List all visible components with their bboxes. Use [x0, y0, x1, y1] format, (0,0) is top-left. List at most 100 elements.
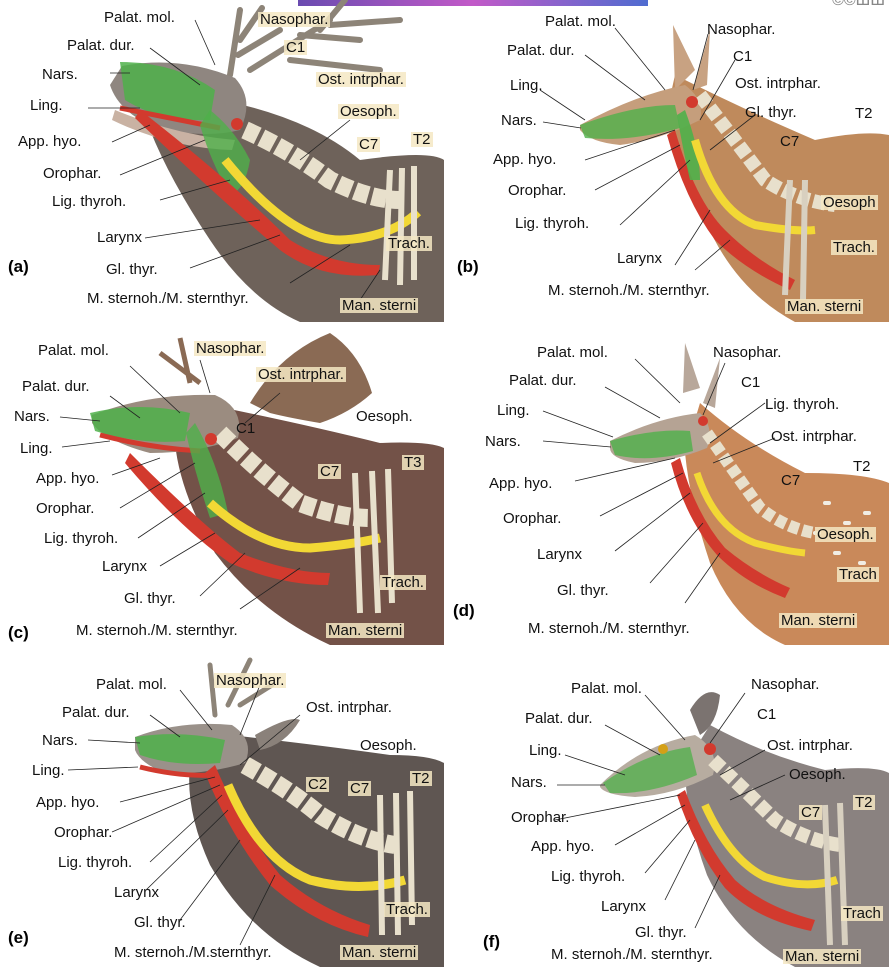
label-nasophar: Nasophar.	[707, 22, 775, 37]
label-nasophar: Nasophar.	[258, 12, 330, 27]
label-oesoph: Oesoph.	[360, 738, 417, 753]
label-man-sterni: Man. sterni	[785, 299, 863, 314]
label-nasophar: Nasophar.	[194, 341, 266, 356]
label-orophar: Orophar.	[43, 166, 101, 181]
label-trach: Trach	[837, 567, 879, 582]
panel-c: Palat. mol. Nasophar. Ost. intrphar. Pal…	[0, 323, 444, 645]
label-lig-thyroh: Lig. thyroh.	[551, 869, 625, 884]
label-larynx: Larynx	[601, 899, 646, 914]
label-c2: C2	[306, 777, 329, 792]
c1-marker	[231, 118, 243, 130]
label-c7: C7	[781, 473, 800, 488]
label-palat-mol: Palat. mol.	[571, 681, 642, 696]
label-ling: Ling.	[510, 78, 543, 93]
label-palat-mol: Palat. mol.	[104, 10, 175, 25]
label-orophar: Orophar.	[36, 501, 94, 516]
label-nars: Nars.	[14, 409, 50, 424]
label-nars: Nars.	[42, 67, 78, 82]
label-trach: Trach.	[386, 236, 432, 251]
label-c7: C7	[799, 805, 822, 820]
label-m-sternoh: M. sternoh./M. sternthyr.	[87, 291, 249, 306]
label-gl-thyr: Gl. thyr.	[635, 925, 687, 940]
label-app-hyo: App. hyo.	[493, 152, 556, 167]
panel-label-d: (d)	[453, 601, 475, 621]
label-orophar: Orophar.	[503, 511, 561, 526]
label-m-sternoh: M. sternoh./M. sternthyr.	[528, 621, 690, 636]
panel-label-c: (c)	[8, 623, 29, 643]
label-oesoph: Oesoph.	[789, 767, 846, 782]
label-nars: Nars.	[485, 434, 521, 449]
panel-f: Palat. mol. Nasophar. Palat. dur. C1 Lin…	[445, 645, 889, 967]
label-palat-mol: Palat. mol.	[545, 14, 616, 29]
label-palat-dur: Palat. dur.	[62, 705, 130, 720]
label-man-sterni: Man. sterni	[783, 949, 861, 964]
label-gl-thyr: Gl. thyr.	[124, 591, 176, 606]
label-ling: Ling.	[32, 763, 65, 778]
label-larynx: Larynx	[97, 230, 142, 245]
panel-d: Palat. mol. Nasophar. Palat. dur. C1 Lin…	[445, 323, 889, 645]
label-larynx: Larynx	[114, 885, 159, 900]
label-palat-dur: Palat. dur.	[525, 711, 593, 726]
label-trach: Trach.	[384, 902, 430, 917]
eye	[658, 744, 668, 754]
label-t2: T2	[410, 771, 432, 786]
label-man-sterni: Man. sterni	[340, 298, 418, 313]
label-t2: T2	[855, 106, 873, 121]
label-m-sternoh: M. sternoh./M. sternthyr.	[551, 947, 713, 962]
label-larynx: Larynx	[537, 547, 582, 562]
label-man-sterni: Man. sterni	[779, 613, 857, 628]
label-ost-intrphar: Ost. intrphar.	[316, 72, 406, 87]
label-nasophar: Nasophar.	[751, 677, 819, 692]
label-ling: Ling.	[20, 441, 53, 456]
label-ost-intrphar: Ost. intrphar.	[771, 429, 857, 444]
label-ling: Ling.	[497, 403, 530, 418]
label-trach: Trach.	[831, 240, 877, 255]
label-lig-thyroh: Lig. thyroh.	[765, 397, 839, 412]
label-palat-mol: Palat. mol.	[537, 345, 608, 360]
label-c1: C1	[284, 40, 307, 55]
label-t3: T3	[402, 455, 424, 470]
c1-marker	[704, 743, 716, 755]
label-oesoph: Oesoph.	[338, 104, 399, 119]
label-nasophar: Nasophar.	[713, 345, 781, 360]
label-c7: C7	[318, 464, 341, 479]
c1-marker	[205, 433, 217, 445]
label-c1: C1	[236, 421, 255, 436]
panel-a: Palat. mol. Nasophar. Palat. dur. C1 Nar…	[0, 0, 444, 322]
ears	[673, 25, 710, 90]
label-nars: Nars.	[511, 775, 547, 790]
label-c1: C1	[741, 375, 760, 390]
label-trach: Trach.	[380, 575, 426, 590]
label-gl-thyr: Gl. thyr.	[106, 262, 158, 277]
label-larynx: Larynx	[617, 251, 662, 266]
panel-label-e: (e)	[8, 928, 29, 948]
label-t2: T2	[853, 795, 875, 810]
label-man-sterni: Man. sterni	[326, 623, 404, 638]
panel-b: Palat. mol. Nasophar. Palat. dur. C1 Lin…	[445, 0, 889, 322]
label-c1: C1	[733, 49, 752, 64]
panel-label-a: (a)	[8, 257, 29, 277]
label-c1: C1	[757, 707, 776, 722]
label-larynx: Larynx	[102, 559, 147, 574]
label-palat-dur: Palat. dur.	[509, 373, 577, 388]
label-c7: C7	[348, 781, 371, 796]
label-trach: Trach	[841, 906, 883, 921]
label-man-sterni: Man. sterni	[340, 945, 418, 960]
label-ost-intrphar: Ost. intrphar.	[767, 738, 853, 753]
label-palat-dur: Palat. dur.	[507, 43, 575, 58]
c1-marker	[698, 416, 708, 426]
label-palat-dur: Palat. dur.	[67, 38, 135, 53]
label-nars: Nars.	[42, 733, 78, 748]
label-gl-thyr: Gl. thyr.	[134, 915, 186, 930]
label-m-sternoh: M. sternoh./M. sternthyr.	[76, 623, 238, 638]
label-app-hyo: App. hyo.	[531, 839, 594, 854]
label-lig-thyroh: Lig. thyroh.	[44, 531, 118, 546]
label-orophar: Orophar.	[511, 810, 569, 825]
label-app-hyo: App. hyo.	[36, 795, 99, 810]
label-m-sternoh: M. sternoh./M. sternthyr.	[548, 283, 710, 298]
label-ling: Ling.	[30, 98, 63, 113]
label-app-hyo: App. hyo.	[18, 134, 81, 149]
buck-body	[189, 735, 444, 967]
label-oesoph: Oesoph.	[815, 527, 876, 542]
label-ost-intrphar: Ost. intrphar.	[256, 367, 346, 382]
